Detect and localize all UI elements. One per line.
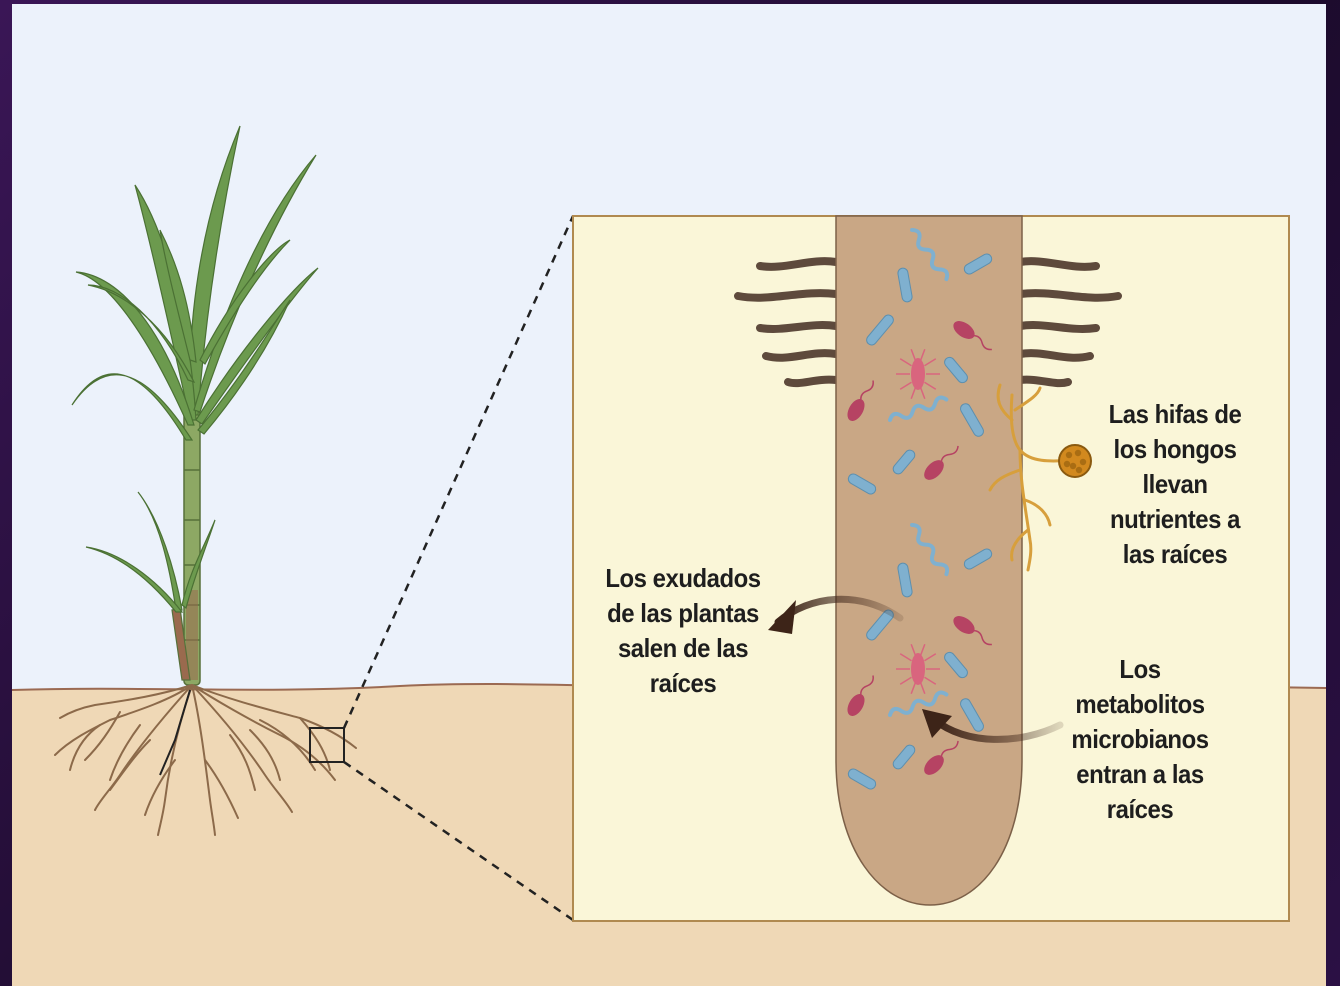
exudates-line: Los exudados xyxy=(597,561,768,596)
flagellated-bacterium xyxy=(911,358,925,390)
hyphae-line: llevan xyxy=(1099,467,1252,502)
fungal-spore xyxy=(1059,445,1091,477)
hyphae-line: las raíces xyxy=(1099,537,1252,572)
exudates-label: Los exudados de las plantas salen de las… xyxy=(597,561,768,701)
metabolites-label: Los metabolitos microbianos entran a las… xyxy=(1065,652,1216,827)
metabolites-line: Los xyxy=(1065,652,1216,687)
metabolites-line: entran a las xyxy=(1065,757,1216,792)
hyphae-line: los hongos xyxy=(1099,432,1252,467)
root-body xyxy=(836,216,1022,905)
hyphae-line: nutrientes a xyxy=(1099,502,1252,537)
hyphae-line: Las hifas de xyxy=(1099,397,1252,432)
flagellated-bacterium xyxy=(911,653,925,685)
metabolites-line: raíces xyxy=(1065,792,1216,827)
exudates-line: salen de las xyxy=(597,631,768,666)
hyphae-label: Las hifas de los hongos llevan nutriente… xyxy=(1099,397,1252,572)
metabolites-line: metabolitos xyxy=(1065,687,1216,722)
exudates-line: de las plantas xyxy=(597,596,768,631)
metabolites-line: microbianos xyxy=(1065,722,1216,757)
exudates-line: raíces xyxy=(597,666,768,701)
